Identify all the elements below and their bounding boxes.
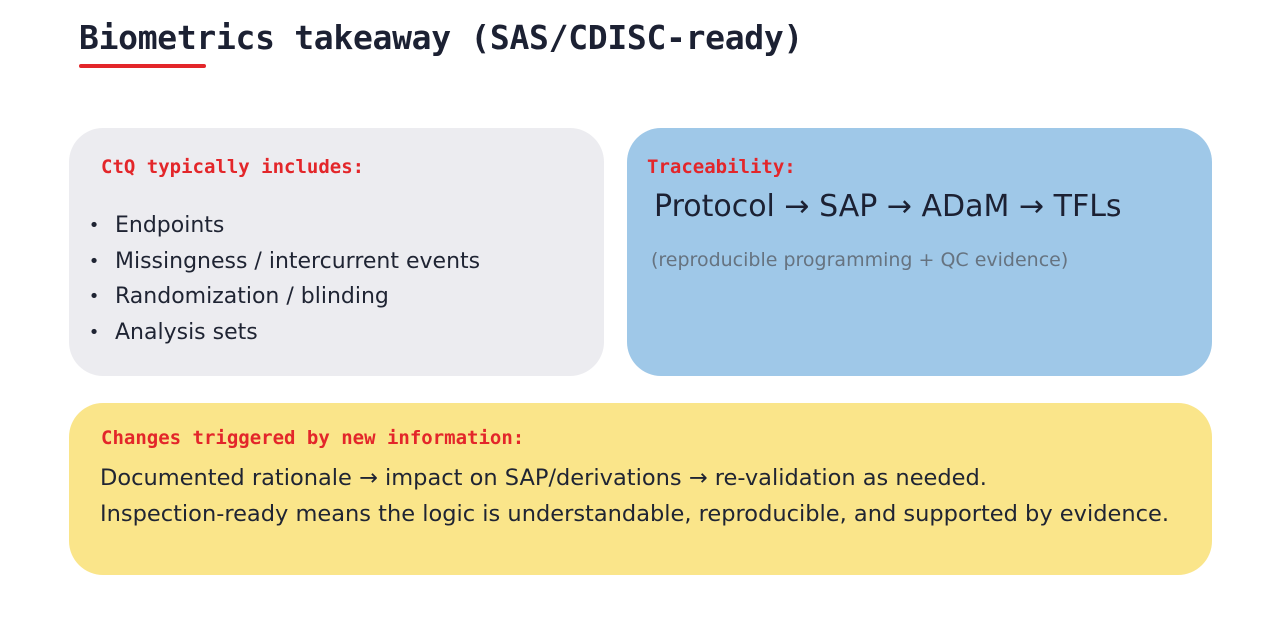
bullet-icon: •	[88, 321, 100, 343]
ctq-item-label: Endpoints	[115, 213, 225, 238]
ctq-label: CtQ typically includes:	[101, 156, 365, 178]
traceability-label: Traceability:	[647, 156, 796, 178]
ctq-item-label: Missingness / intercurrent events	[115, 248, 481, 274]
changes-line-2: Inspection-ready means the logic is unde…	[100, 501, 1169, 527]
bullet-icon: •	[88, 286, 100, 307]
bullet-icon: •	[88, 250, 100, 272]
ctq-item-label: Randomization / blinding	[115, 284, 389, 309]
title-underline	[79, 64, 206, 68]
ctq-item-label: Analysis sets	[115, 319, 258, 345]
ctq-card: CtQ typically includes: • Endpoints • Miss…	[69, 128, 604, 376]
changes-line-1: Documented rationale → impact on SAP/der…	[100, 465, 987, 491]
list-item: • Missingness / intercurrent events	[87, 244, 480, 280]
changes-card: Changes triggered by new information: Do…	[69, 403, 1212, 575]
page-title: Biometrics takeaway (SAS/CDISC-ready)	[79, 18, 804, 57]
changes-body: Documented rationale → impact on SAP/der…	[100, 461, 1180, 530]
ctq-list: • Endpoints • Missingness / intercurrent e…	[87, 208, 480, 350]
bullet-icon: •	[88, 215, 100, 236]
list-item: • Endpoints	[87, 208, 480, 244]
traceability-card: Traceability: Protocol → SAP → ADaM → TF…	[627, 128, 1212, 376]
list-item: • Analysis sets	[87, 315, 480, 351]
traceability-note: (reproducible programming + QC evidence)	[651, 249, 1069, 271]
changes-label: Changes triggered by new information:	[101, 427, 525, 449]
traceability-flow: Protocol → SAP → ADaM → TFLs	[654, 189, 1122, 224]
list-item: • Randomization / blinding	[87, 279, 480, 315]
